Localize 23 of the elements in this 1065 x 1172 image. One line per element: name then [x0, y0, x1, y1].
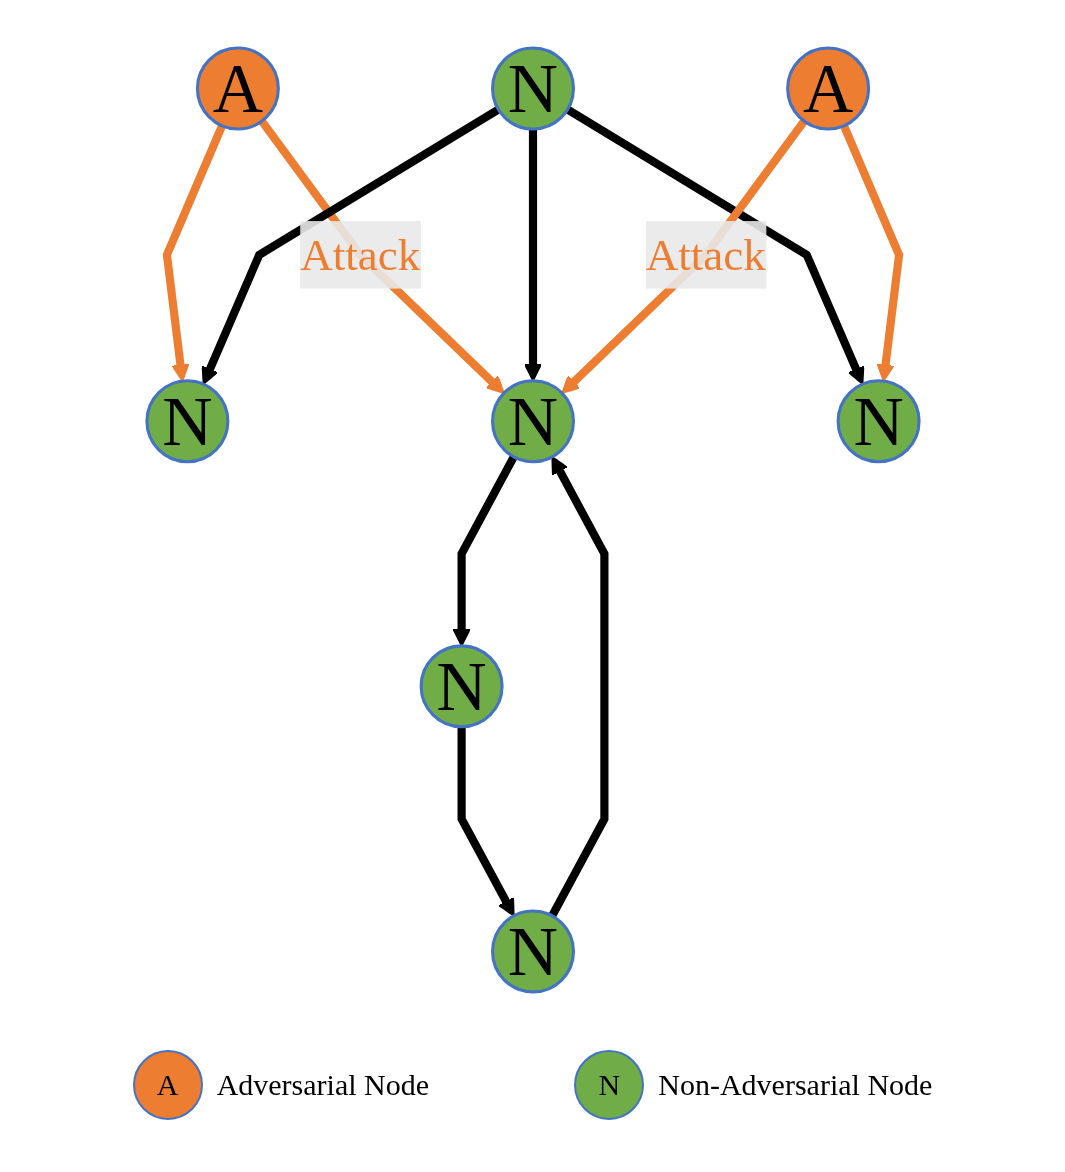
arrow — [548, 456, 608, 918]
legend-text: Non-Adversarial Node — [658, 1068, 933, 1102]
edge-label: Attack — [645, 229, 766, 281]
node-circle: N — [490, 909, 575, 994]
legend-swatch: N — [574, 1050, 645, 1120]
arrow — [564, 106, 864, 385]
arrow — [839, 124, 903, 382]
legend-swatch: A — [132, 1050, 203, 1120]
arrow — [457, 726, 515, 917]
arrow — [201, 106, 501, 385]
node-circle: N — [419, 644, 504, 729]
node-circle: A — [785, 46, 870, 131]
legend-text: Adversarial Node — [216, 1068, 430, 1102]
edge-label: Attack — [299, 229, 420, 281]
node-circle: A — [195, 46, 280, 131]
arrow — [258, 118, 505, 394]
node-circle: N — [836, 379, 921, 464]
node-circle: N — [144, 379, 229, 464]
node-circle: N — [490, 379, 575, 464]
arrow — [162, 124, 226, 382]
node-circle: N — [490, 46, 575, 131]
arrow — [560, 118, 807, 394]
arrow — [452, 454, 517, 647]
